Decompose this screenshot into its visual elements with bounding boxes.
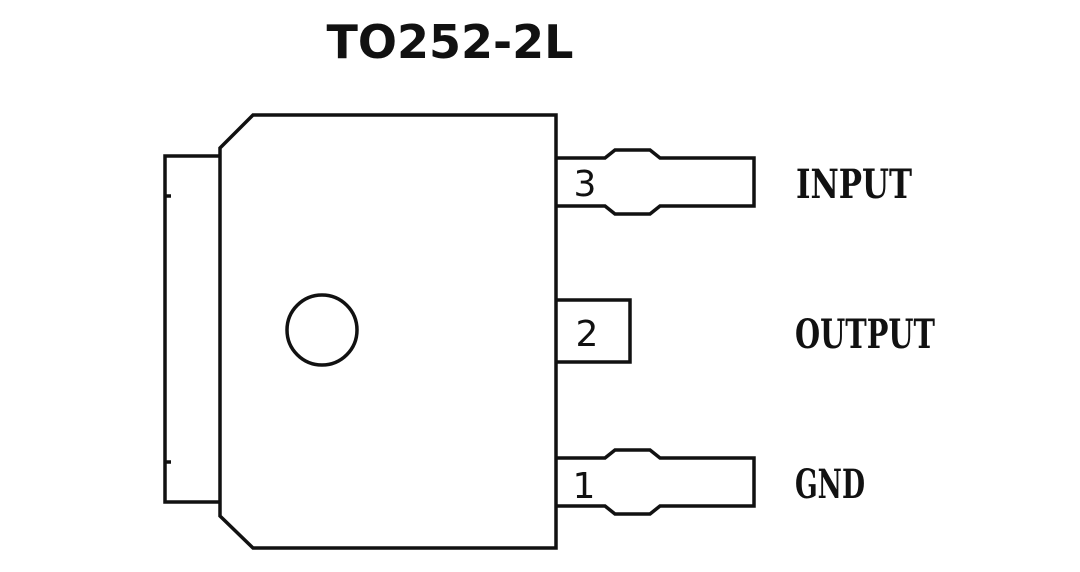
pin-number-1: 1 <box>573 466 596 507</box>
heatsink-tab <box>163 154 220 504</box>
package-title: TO252-2L <box>327 15 574 69</box>
pin-number-3: 3 <box>574 164 597 205</box>
pin-1-lead <box>556 448 756 516</box>
mounting-hole <box>285 293 359 367</box>
pin-2-stub <box>556 298 632 364</box>
pin-label-gnd: GND <box>795 461 865 508</box>
pin-3-lead <box>556 148 756 216</box>
pin-label-input: INPUT <box>796 161 912 208</box>
pin-number-2: 2 <box>576 314 599 355</box>
pin-label-output: OUTPUT <box>795 311 935 358</box>
package-body <box>218 113 558 550</box>
